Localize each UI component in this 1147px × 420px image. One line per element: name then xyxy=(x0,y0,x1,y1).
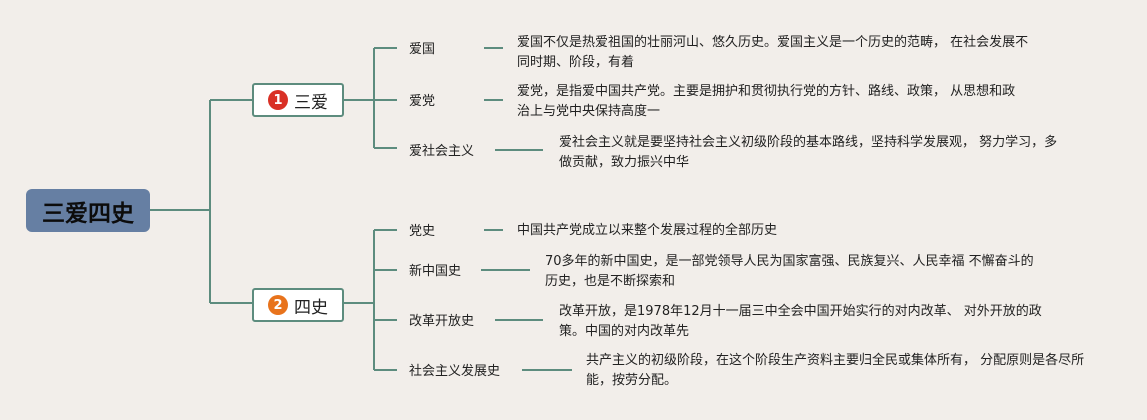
desc-dang-shi: 中国共产党成立以来整个发展过程的全部历史 xyxy=(517,223,778,238)
leaf-gaige-kaifang-shi[interactable]: 改革开放史 xyxy=(409,314,475,329)
root-topic[interactable]: 三爱四史 xyxy=(26,189,150,232)
number-badge-1: 1 xyxy=(268,90,288,110)
leaf-ai-guo[interactable]: 爱国 xyxy=(409,42,436,57)
leaf-xin-zhongguo-shi[interactable]: 新中国史 xyxy=(409,264,462,279)
desc-ai-guo: 爱国不仅是热爱祖国的壮丽河山、悠久历史。爱国主义是一个历史的范畴， 在社会发展不… xyxy=(517,35,1029,70)
branch-label: 四史 xyxy=(294,297,328,318)
leaf-dang-shi[interactable]: 党史 xyxy=(409,224,436,239)
number-badge-2: 2 xyxy=(268,295,288,315)
root-label: 三爱四史 xyxy=(42,200,134,227)
leaf-ai-shehuizhuyi[interactable]: 爱社会主义 xyxy=(409,144,475,159)
branch-si-shi[interactable]: 2 四史 xyxy=(252,288,344,322)
desc-ai-dang: 爱党，是指爱中国共产党。主要是拥护和贯彻执行党的方针、路线、政策， 从思想和政治… xyxy=(517,84,1016,119)
desc-gaige-kaifang-shi: 改革开放，是1978年12月十一届三中全会中国开始实行的对内改革、 对外开放的政… xyxy=(559,304,1042,339)
desc-ai-shehuizhuyi: 爱社会主义就是要坚持社会主义初级阶段的基本路线，坚持科学发展观， 努力学习，多做… xyxy=(559,135,1058,170)
desc-shehuizhuyi-fazhan-shi: 共产主义的初级阶段，在这个阶段生产资料主要归全民或集体所有， 分配原则是各尽所能… xyxy=(586,353,1085,388)
leaf-ai-dang[interactable]: 爱党 xyxy=(409,94,436,109)
leaf-shehuizhuyi-fazhan-shi[interactable]: 社会主义发展史 xyxy=(409,364,501,379)
branch-label: 三爱 xyxy=(294,92,328,113)
desc-xin-zhongguo-shi: 70多年的新中国史，是一部党领导人民为国家富强、民族复兴、人民幸福 不懈奋斗的历… xyxy=(545,254,1034,289)
branch-san-ai[interactable]: 1 三爱 xyxy=(252,83,344,117)
